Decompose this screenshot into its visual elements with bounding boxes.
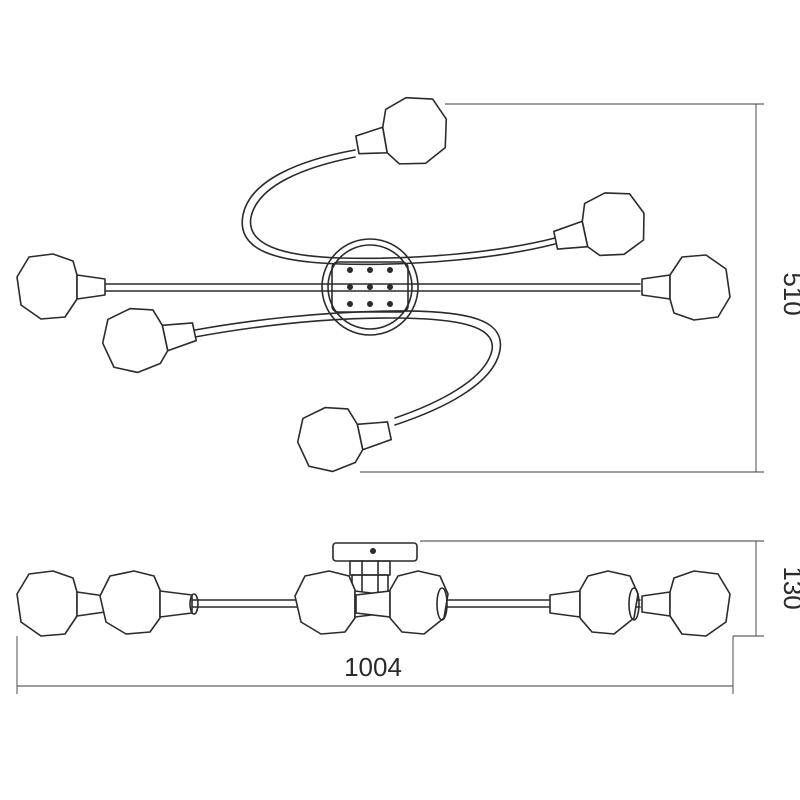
dimension-height-top: 510 xyxy=(360,103,800,473)
side-lamp-1 xyxy=(16,570,106,637)
dimension-label-130: 130 xyxy=(778,566,800,609)
horizontal-bar xyxy=(104,283,641,292)
lamp-left-lower xyxy=(101,307,198,374)
side-lamp-5 xyxy=(549,570,640,635)
lamp-right-upper xyxy=(552,192,645,257)
side-view: 130 1004 xyxy=(16,540,800,694)
side-lamp-2 xyxy=(99,570,199,635)
lamp-right xyxy=(641,254,731,321)
lamp-bottom xyxy=(296,406,393,473)
side-lamp-6 xyxy=(641,570,731,637)
dimension-label-510: 510 xyxy=(778,272,800,315)
dimension-width: 1004 xyxy=(16,636,734,694)
lamp-left xyxy=(16,253,106,320)
dimension-height-side: 130 xyxy=(420,540,800,637)
curved-arms xyxy=(194,149,556,426)
dimension-label-1004: 1004 xyxy=(344,652,402,682)
lamp-upper xyxy=(355,96,448,165)
top-view: 510 xyxy=(16,96,800,473)
canopy-top xyxy=(321,238,419,336)
side-lamp-4 xyxy=(355,570,449,635)
